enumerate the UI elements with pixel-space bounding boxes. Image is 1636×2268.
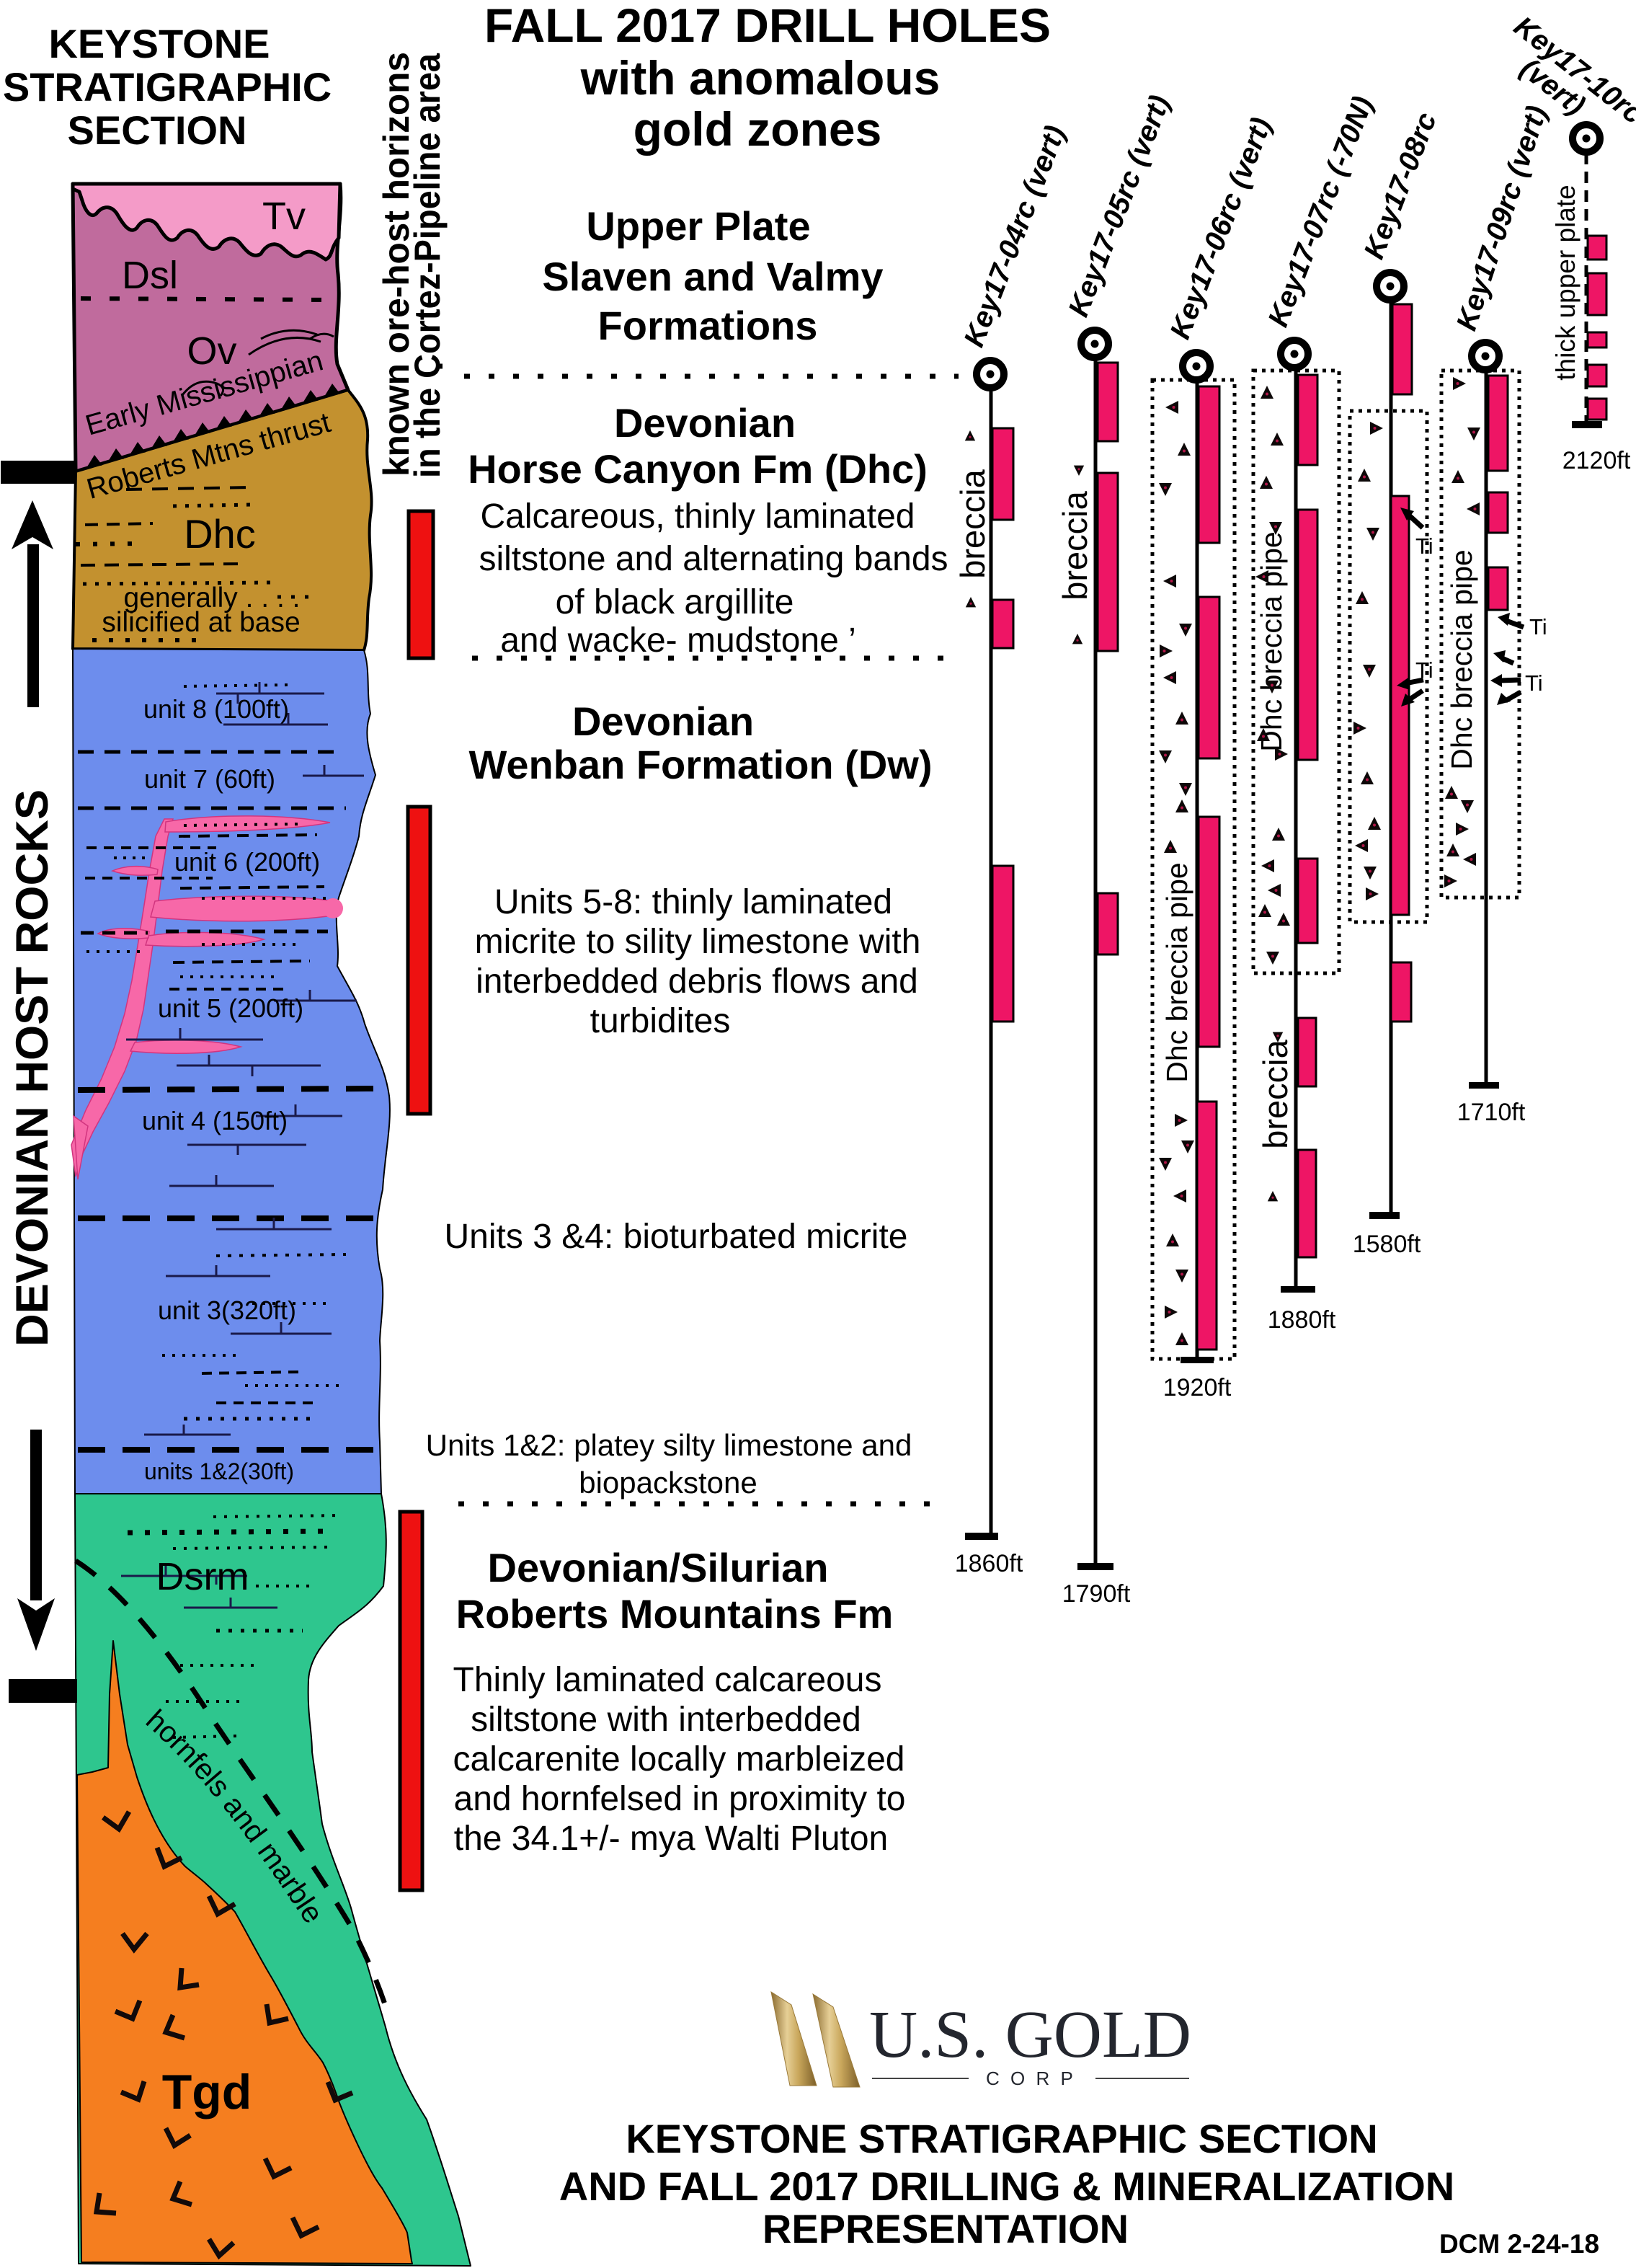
svg-text:interbedded debris flows and: interbedded debris flows and (476, 962, 918, 1001)
svg-text:unit 3(320ft): unit 3(320ft) (158, 1295, 296, 1325)
svg-text:siltstone and alternating band: siltstone and alternating bands (479, 540, 948, 578)
svg-text:Dhc breccia pipe: Dhc breccia pipe (1160, 862, 1193, 1082)
svg-text:Calcareous, thinly laminated: Calcareous, thinly laminated (481, 497, 915, 536)
svg-text:thick upper plate: thick upper plate (1551, 185, 1581, 381)
svg-text:AND FALL 2017 DRILLING & MINER: AND FALL 2017 DRILLING & MINERALIZATION (559, 2163, 1454, 2209)
svg-text:unit 7 (60ft): unit 7 (60ft) (144, 764, 275, 794)
svg-text:and wacke- mudstone ’: and wacke- mudstone ’ (500, 621, 856, 660)
svg-text:with anomalous: with anomalous (580, 51, 941, 105)
svg-text:KEYSTONE STRATIGRAPHIC SECTION: KEYSTONE STRATIGRAPHIC SECTION (626, 2116, 1377, 2161)
svg-text:Ov: Ov (187, 329, 236, 373)
svg-text:Devonian/Silurian: Devonian/Silurian (488, 1545, 829, 1590)
svg-text:1710ft: 1710ft (1457, 1099, 1526, 1126)
svg-text:FALL 2017 DRILL HOLES: FALL 2017 DRILL HOLES (484, 0, 1051, 52)
svg-text:KEYSTONE: KEYSTONE (48, 21, 270, 66)
svg-text:Tv: Tv (262, 195, 306, 238)
svg-text:Dhc breccia pipe: Dhc breccia pipe (1445, 549, 1478, 769)
svg-text:SECTION: SECTION (68, 107, 247, 153)
svg-text:Ti: Ti (1415, 533, 1433, 559)
svg-text:DEVONIAN HOST ROCKS: DEVONIAN HOST ROCKS (7, 789, 58, 1347)
svg-text:DCM 2-24-18: DCM 2-24-18 (1439, 2229, 1599, 2259)
svg-text:1860ft: 1860ft (955, 1550, 1023, 1577)
svg-text:Devonian: Devonian (614, 400, 796, 446)
svg-text:breccia: breccia (1256, 1039, 1294, 1148)
svg-text:Wenban Formation (Dw): Wenban Formation (Dw) (469, 742, 933, 787)
svg-text:Units 5-8: thinly laminated: Units 5-8: thinly laminated (494, 883, 892, 921)
svg-text:Dhc breccia pipe: Dhc breccia pipe (1255, 531, 1288, 751)
svg-text:known ore-host horizons: known ore-host horizons (376, 52, 417, 477)
svg-text:Thinly laminated calcareous: Thinly laminated calcareous (453, 1661, 882, 1699)
svg-text:1880ft: 1880ft (1268, 1306, 1336, 1334)
svg-text:Horse Canyon Fm (Dhc): Horse Canyon Fm (Dhc) (468, 446, 928, 492)
svg-text:Units 1&2: platey silty limest: Units 1&2: platey silty limestone and (426, 1428, 912, 1462)
svg-text:calcarenite locally marbleized: calcarenite locally marbleized (453, 1740, 905, 1778)
svg-text:STRATIGRAPHIC: STRATIGRAPHIC (3, 64, 332, 110)
svg-text:Units 3 &4: bioturbated micrit: Units 3 &4: bioturbated micrite (445, 1218, 908, 1256)
svg-text:micrite to sility limestone wi: micrite to sility limestone with (475, 923, 921, 961)
svg-text:gold zones: gold zones (633, 102, 882, 156)
svg-text:Formations: Formations (598, 303, 818, 348)
svg-text:unit 8 (100ft): unit 8 (100ft) (143, 694, 289, 724)
svg-text:generally . . . .: generally . . . . (124, 582, 301, 613)
svg-text:units 1&2(30ft): units 1&2(30ft) (144, 1458, 294, 1484)
svg-text:U.S. GOLD: U.S. GOLD (869, 1998, 1191, 2072)
svg-text:silicified at base: silicified at base (102, 607, 300, 638)
svg-text:breccia: breccia (953, 469, 992, 578)
svg-text:biopackstone: biopackstone (579, 1466, 757, 1500)
svg-text:unit 5 (200ft): unit 5 (200ft) (158, 993, 303, 1023)
svg-text:and hornfelsed in proximity to: and hornfelsed in proximity to (454, 1780, 906, 1818)
svg-text:turbidites: turbidites (590, 1002, 731, 1040)
svg-text:siltstone with interbedded: siltstone with interbedded (471, 1701, 861, 1739)
svg-text:Dsrm: Dsrm (156, 1555, 249, 1598)
svg-text:Slaven and Valmy: Slaven and Valmy (542, 254, 883, 299)
svg-text:1920ft: 1920ft (1163, 1374, 1232, 1401)
svg-text:REPRESENTATION: REPRESENTATION (763, 2206, 1129, 2251)
svg-text:Upper Plate: Upper Plate (586, 203, 810, 249)
svg-text:of black argillite: of black argillite (556, 583, 794, 621)
svg-text:Ti: Ti (1529, 614, 1547, 639)
svg-text:unit 4 (150ft): unit 4 (150ft) (142, 1106, 288, 1135)
svg-text:1580ft: 1580ft (1353, 1231, 1421, 1258)
svg-text:1790ft: 1790ft (1062, 1580, 1131, 1608)
svg-text:the 34.1+/- mya Walti Pluton: the 34.1+/- mya Walti Pluton (454, 1820, 889, 1858)
svg-text:Dhc: Dhc (184, 511, 256, 557)
svg-text:breccia: breccia (1056, 490, 1094, 600)
svg-text:Devonian: Devonian (572, 699, 754, 744)
svg-text:Ti: Ti (1525, 670, 1543, 696)
svg-text:Roberts Mountains Fm: Roberts Mountains Fm (456, 1591, 894, 1636)
svg-text:unit 6 (200ft): unit 6 (200ft) (174, 847, 320, 877)
svg-text:C O R P: C O R P (986, 2068, 1076, 2089)
svg-text:Dsl: Dsl (122, 254, 178, 297)
svg-text:Tgd: Tgd (162, 2065, 252, 2119)
svg-text:in the Cortez-Pipeline area: in the Cortez-Pipeline area (407, 53, 448, 478)
svg-text:2120ft: 2120ft (1562, 447, 1631, 474)
